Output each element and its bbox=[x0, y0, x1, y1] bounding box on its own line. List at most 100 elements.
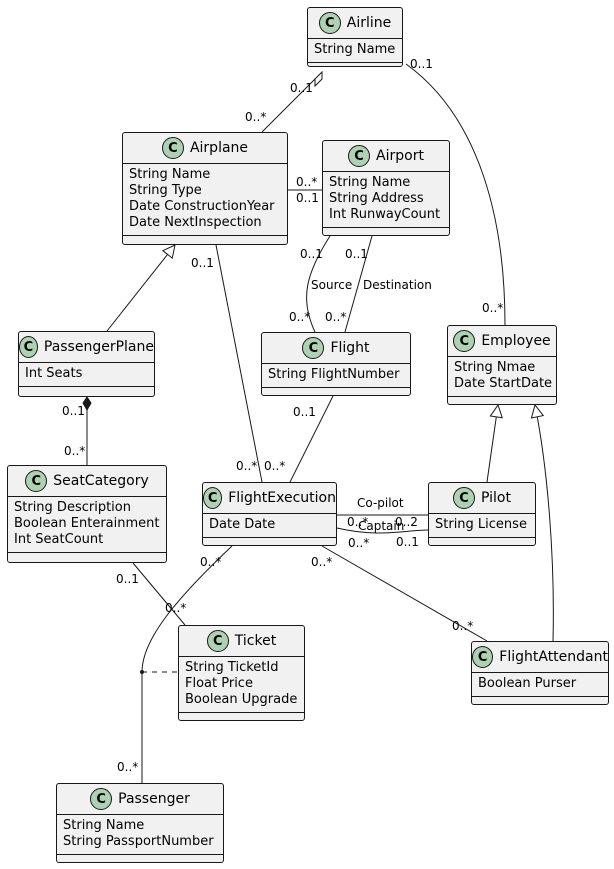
class-name: Pilot bbox=[481, 490, 511, 506]
attribute: String Nmae bbox=[454, 360, 536, 375]
multiplicity-label: 0..1 bbox=[290, 81, 313, 95]
multiplicity-label: 0..* bbox=[64, 444, 86, 458]
assoc-flightexecution-passenger bbox=[141, 545, 233, 783]
attribute: String TicketId bbox=[185, 660, 279, 675]
class-flightexecution[interactable]: C FlightExecution Date Date bbox=[202, 482, 337, 546]
multiplicity-label: 0..1 bbox=[396, 535, 419, 549]
multiplicity-label: 0..* bbox=[348, 536, 370, 550]
multiplicity-label: 0..* bbox=[236, 459, 258, 473]
attribute: String Name bbox=[129, 167, 211, 182]
multiplicity-label: 0..1 bbox=[410, 57, 433, 71]
multiplicity-label: 0..* bbox=[289, 310, 311, 324]
multiplicity-label: 0..1 bbox=[293, 405, 316, 419]
attribute: String License bbox=[435, 517, 527, 532]
multiplicity-label: 0..1 bbox=[62, 404, 85, 418]
multiplicity-label: 0..* bbox=[296, 175, 318, 189]
multiplicity-label: 0..* bbox=[452, 619, 474, 633]
attribute: Int Seats bbox=[25, 366, 83, 381]
class-passenger[interactable]: C Passenger String Name String PassportNu… bbox=[56, 783, 224, 863]
class-name: Airplane bbox=[189, 140, 249, 156]
attribute: Float Price bbox=[185, 676, 253, 691]
class-icon: C bbox=[206, 630, 229, 652]
multiplicity-label: 0..* bbox=[482, 301, 504, 315]
attribute: Boolean Purser bbox=[478, 676, 577, 691]
class-airline[interactable]: C Airline String Name bbox=[307, 7, 403, 67]
attribute: Int SeatCount bbox=[14, 532, 104, 547]
multiplicity-label: 0..* bbox=[117, 760, 139, 774]
class-ticket[interactable]: C Ticket String TicketId Float Price Bool… bbox=[178, 625, 305, 721]
multiplicity-label: 0..* bbox=[325, 310, 347, 324]
role-label-captain: Captain bbox=[358, 519, 405, 533]
multiplicity-label: 0..2 bbox=[395, 515, 418, 529]
multiplicity-label: 0..* bbox=[245, 110, 267, 124]
class-name: PassengerPlane bbox=[43, 339, 154, 355]
role-label-copilot: Co-pilot bbox=[357, 496, 404, 510]
attribute: String Address bbox=[329, 191, 424, 206]
class-icon: C bbox=[348, 145, 371, 167]
attribute: String Type bbox=[129, 183, 202, 198]
assoc-airport-flight-source bbox=[306, 235, 331, 333]
generalization-pilot-employee bbox=[486, 405, 498, 483]
generalization-passengerplane-airplane bbox=[106, 245, 175, 332]
class-employee[interactable]: C Employee String Nmae Date StartDate bbox=[447, 325, 557, 405]
attribute: Boolean Enterainment bbox=[14, 516, 160, 531]
assoc-airline-airplane bbox=[261, 78, 316, 133]
class-icon: C bbox=[19, 336, 38, 358]
assoc-airplane-flightexecution bbox=[215, 244, 263, 483]
assoc-airport-flight-destination bbox=[344, 235, 373, 333]
multiplicity-label: 0..* bbox=[347, 515, 369, 529]
assoc-captain bbox=[336, 527, 429, 534]
class-name: FlightExecution bbox=[228, 490, 336, 506]
multiplicity-label: 0..1 bbox=[345, 247, 368, 261]
composition-diamond bbox=[82, 396, 92, 412]
multiplicity-label: 0..1 bbox=[116, 572, 139, 586]
class-icon: C bbox=[302, 337, 325, 359]
class-seatcategory[interactable]: C SeatCategory String Description Boolean… bbox=[7, 465, 167, 563]
assoc-airline-employee bbox=[405, 63, 506, 326]
attribute: Date NextInspection bbox=[129, 215, 262, 230]
class-icon: C bbox=[472, 646, 494, 668]
multiplicity-label: 0..1 bbox=[296, 191, 319, 205]
multiplicity-label: 0..* bbox=[165, 601, 187, 615]
multiplicity-label: 0..* bbox=[264, 459, 286, 473]
attribute: Int RunwayCount bbox=[329, 207, 441, 222]
class-icon: C bbox=[25, 470, 48, 492]
multiplicity-label: 0..1 bbox=[300, 247, 323, 261]
class-icon: C bbox=[161, 137, 184, 159]
multiplicity-label: 0..* bbox=[200, 555, 222, 569]
class-icon: C bbox=[453, 330, 476, 352]
class-icon: C bbox=[318, 12, 341, 34]
aggregation-diamond bbox=[314, 70, 323, 88]
class-name: Ticket bbox=[234, 633, 277, 649]
attribute: String PassportNumber bbox=[63, 834, 214, 849]
class-name: Employee bbox=[481, 333, 551, 349]
attribute: String Name bbox=[329, 175, 411, 190]
attribute: String Name bbox=[63, 818, 145, 833]
attribute: Date StartDate bbox=[454, 376, 553, 391]
association-junction-dot bbox=[140, 670, 144, 674]
attribute: String FlightNumber bbox=[268, 367, 400, 382]
class-name: Airline bbox=[346, 15, 392, 31]
class-name: SeatCategory bbox=[53, 473, 149, 489]
role-label-source: Source bbox=[311, 278, 353, 292]
assoc-seatcategory-ticket bbox=[132, 562, 186, 626]
class-name: Airport bbox=[376, 148, 424, 164]
class-flight[interactable]: C Flight String FlightNumber bbox=[261, 332, 411, 396]
role-label-destination: Destination bbox=[363, 278, 432, 292]
multiplicity-label: 0..1 bbox=[191, 256, 214, 270]
class-name: Flight bbox=[330, 340, 370, 356]
class-icon: C bbox=[90, 788, 113, 810]
class-icon: C bbox=[203, 487, 223, 509]
attribute: Date Date bbox=[209, 517, 276, 532]
class-airport[interactable]: C Airport String Name String Address Int … bbox=[322, 140, 450, 236]
attribute: String Name bbox=[314, 42, 396, 57]
attribute: String Description bbox=[14, 500, 131, 515]
class-name: Passenger bbox=[118, 791, 190, 807]
attribute: Boolean Upgrade bbox=[185, 692, 298, 707]
generalization-flightattendant-employee bbox=[535, 405, 554, 642]
class-passengerplane[interactable]: C PassengerPlane Int Seats bbox=[18, 331, 155, 397]
assoc-flightexecution-flightattendant bbox=[321, 545, 488, 642]
